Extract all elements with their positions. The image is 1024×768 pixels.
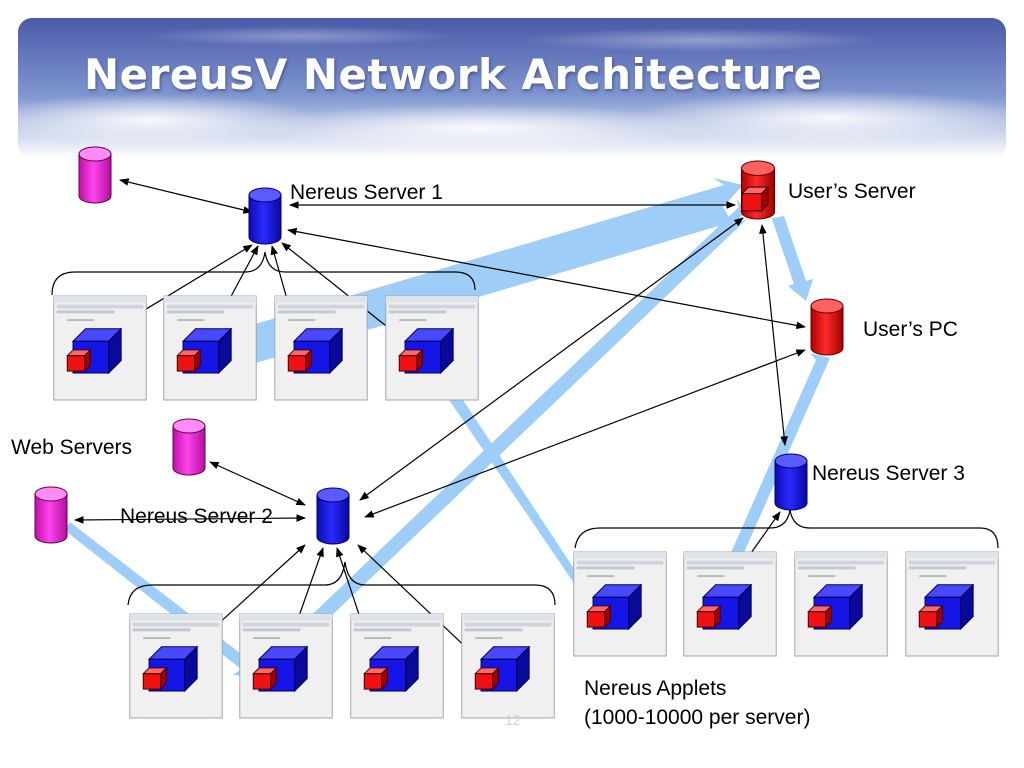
nereus-server-1-icon: [248, 187, 282, 245]
label-users-pc: User’s PC: [863, 318, 958, 341]
header-banner: [0, 18, 1024, 158]
nereus-server-2-icon: [316, 487, 350, 545]
web-server-2-icon: [172, 418, 206, 476]
applet-window: [54, 296, 146, 400]
applet-window: [240, 614, 332, 718]
label-users-server: User’s Server: [788, 180, 916, 203]
label-web-servers: Web Servers: [11, 436, 132, 459]
brace-server2-group: [127, 561, 556, 606]
flow-arrow-server-to-pc: [764, 216, 813, 301]
arrow-webserver2-server2: [209, 461, 306, 506]
applet-window: [130, 614, 222, 718]
users-pc-icon: [810, 298, 844, 356]
brace-server1-group: [51, 251, 476, 296]
nereus-server-3-icon: [774, 453, 808, 511]
label-nereus-server-2: Nereus Server 2: [120, 505, 273, 528]
applet-window: [386, 296, 478, 400]
applets-group-2: [130, 614, 554, 718]
users-server-icon: [740, 160, 776, 220]
slide-title: NereusV Network Architecture: [84, 50, 823, 99]
brace-server3-group: [574, 509, 999, 549]
web-server-1-icon: [78, 146, 112, 204]
arrow-server2-users-pc: [364, 349, 806, 518]
applet-window: [684, 552, 776, 656]
arrow-webserver1-server1: [119, 178, 253, 214]
applet-window: [574, 552, 666, 656]
page-number: 12: [505, 712, 521, 728]
web-server-3-icon: [34, 486, 68, 544]
applet-window: [795, 552, 887, 656]
applet-window: [351, 614, 443, 718]
label-nereus-server-1: Nereus Server 1: [290, 181, 443, 204]
applet-window: [164, 296, 256, 400]
label-nereus-server-3: Nereus Server 3: [812, 462, 965, 485]
applet-window: [275, 296, 367, 400]
connection-arrows: [74, 178, 806, 676]
applets-group-3: [574, 552, 998, 656]
label-applets-line2: (1000-10000 per server): [584, 706, 811, 729]
applet-window: [462, 614, 554, 718]
applet-window: [906, 552, 998, 656]
label-applets-line1: Nereus Applets: [584, 677, 727, 700]
arrow-users-server-server3: [759, 224, 788, 446]
arrow-webserver3-server2: [74, 514, 306, 524]
